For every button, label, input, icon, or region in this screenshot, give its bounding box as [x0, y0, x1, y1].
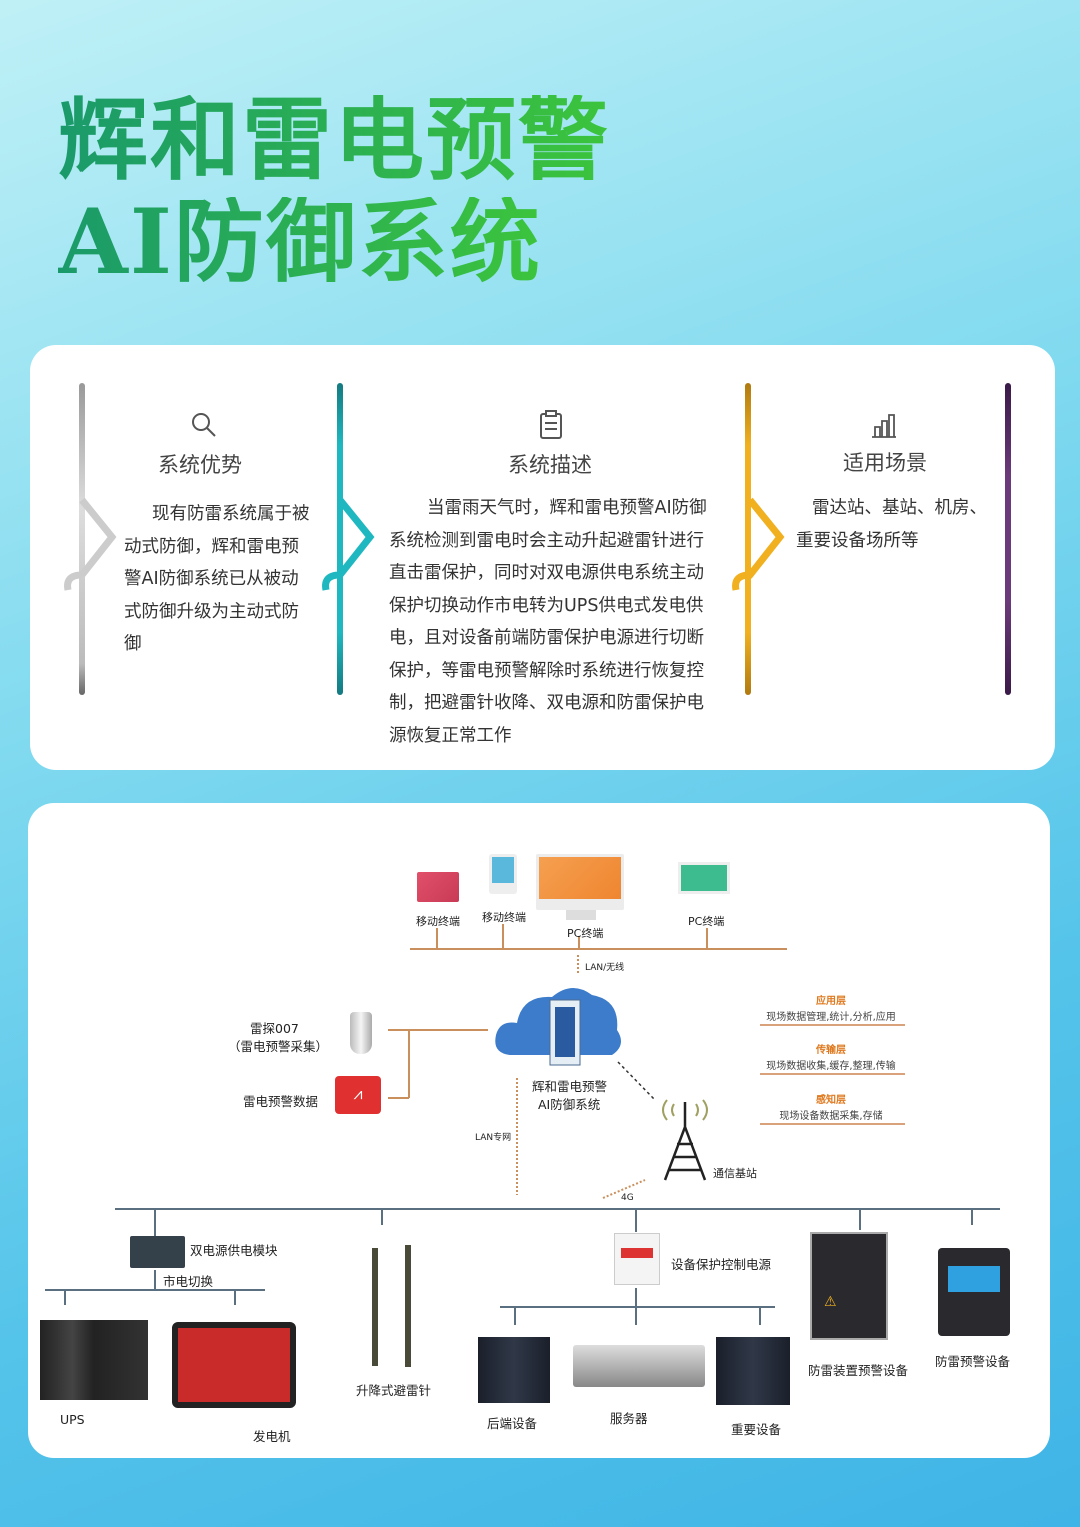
terminal-label: PC终端 [688, 915, 725, 928]
scenarios-text: 雷达站、基站、机房、重要设备场所等 [796, 498, 987, 551]
monitor-stand-icon [566, 910, 596, 920]
sensor-device-icon [350, 1012, 372, 1054]
backend-label: 后端设备 [487, 1416, 538, 1431]
description-text: 当雷雨天气时，辉和雷电预警AI防御系统检测到雷电时会主动升起避雷针进行直击雷保护… [389, 498, 707, 746]
cell-tower-icon [662, 1099, 708, 1181]
laptop-icon [678, 862, 730, 894]
divider-bar [1005, 383, 1011, 695]
center-label: 辉和雷电预警 [532, 1079, 608, 1094]
clipboard-icon [540, 410, 562, 439]
tower-label: 通信基站 [713, 1167, 757, 1180]
terminal-label: PC终端 [567, 927, 604, 940]
chevron-arrow [732, 497, 785, 591]
mains-switch-label: 市电切换 [163, 1274, 214, 1289]
layer-desc: 现场设备数据采集,存储 [779, 1111, 883, 1122]
lan-wireless-label: LAN/无线 [585, 963, 625, 973]
warn-device2-icon [938, 1248, 1010, 1336]
warning-data-label: 雷电预警数据 [243, 1094, 319, 1109]
lightning-rod-icon [372, 1248, 378, 1366]
generator-label: 发电机 [253, 1429, 291, 1444]
divider-bar [745, 383, 751, 695]
dual-power-module-icon [130, 1236, 185, 1268]
divider-bar [79, 383, 85, 695]
tablet-device-icon [417, 872, 459, 902]
phone-device-icon [489, 854, 517, 894]
important-label: 重要设备 [731, 1422, 782, 1437]
intro-card: 系统优势 现有防雷系统属于被动式防御，辉和雷电预警AI防御系统已从被动式防御升级… [30, 345, 1055, 770]
backend-device-icon [478, 1337, 550, 1403]
layer-divider [760, 1073, 905, 1075]
desktop-monitor-icon [536, 854, 624, 910]
search-icon [192, 413, 216, 437]
ups-icon [40, 1320, 148, 1400]
title-line2: AI防御系统 [58, 189, 542, 295]
heading-advantage: 系统优势 [158, 453, 242, 477]
cloud-server-icon [495, 987, 621, 1066]
advantage-text: 现有防雷系统属于被动式防御，辉和雷电预警AI防御系统已从被动式防御升级为主动式防… [124, 504, 310, 654]
layer-divider [760, 1024, 905, 1026]
generator-icon [172, 1322, 296, 1408]
protect-power-label: 设备保护控制电源 [671, 1257, 772, 1272]
ups-label: UPS [60, 1412, 85, 1427]
warn-device-label: 防雷装置预警设备 [808, 1363, 909, 1378]
title-line1: 辉和雷电预警 [58, 87, 610, 193]
warning-data-icon: ⩘ [335, 1076, 381, 1114]
sensor-label: 雷探007 [250, 1021, 299, 1036]
layer-name: 感知层 [816, 1095, 846, 1106]
bar-chart-icon [872, 414, 896, 438]
server-icon [573, 1345, 705, 1387]
server-label: 服务器 [610, 1411, 648, 1426]
breaker-icon [614, 1233, 660, 1285]
important-device-icon [716, 1337, 790, 1405]
layer-desc: 现场数据管理,统计,分析,应用 [766, 1012, 896, 1023]
layer-desc: 现场数据收集,缓存,整理,传输 [766, 1061, 896, 1072]
lift-rod-label: 升降式避雷针 [356, 1383, 432, 1398]
sensor-label: （雷电预警采集） [228, 1039, 329, 1054]
heading-description: 系统描述 [508, 453, 592, 477]
lightning-rod-icon [405, 1245, 411, 1367]
dual-power-label: 双电源供电模块 [190, 1243, 278, 1258]
layer-divider [760, 1123, 905, 1125]
center-label: AI防御系统 [538, 1097, 601, 1112]
layer-name: 应用层 [816, 996, 846, 1007]
divider-bar [337, 383, 343, 695]
warn-device2-label: 防雷预警设备 [935, 1354, 1011, 1369]
layer-name: 传输层 [816, 1045, 846, 1056]
lan-private-label: LAN专网 [475, 1133, 512, 1143]
4g-label: 4G [621, 1193, 634, 1203]
chevron-arrows [64, 497, 375, 591]
terminal-label: 移动终端 [416, 915, 460, 928]
heading-scenarios: 适用场景 [843, 451, 927, 475]
warn-device-icon: ⚠ [810, 1232, 888, 1340]
terminal-label: 移动终端 [482, 911, 526, 924]
